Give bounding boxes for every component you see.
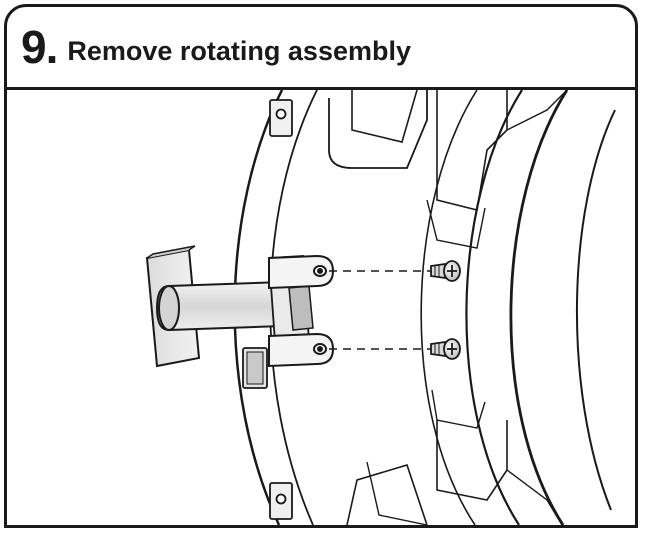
instruction-panel: 9. Remove rotating assembly	[4, 4, 638, 528]
lower-segment-1	[346, 464, 428, 525]
lower-segment-3	[436, 420, 508, 501]
upper-segment-2	[351, 90, 418, 143]
wall-bracket-icon	[145, 245, 335, 368]
upper-segment-1	[328, 90, 428, 169]
step-number: 9.	[21, 21, 58, 73]
lower-segment-5	[506, 469, 563, 525]
ring-arc-a	[420, 90, 478, 525]
upper-segment-3	[436, 90, 508, 211]
assembly-diagram	[145, 90, 616, 525]
illustration	[7, 90, 635, 525]
screw-icon	[430, 338, 461, 360]
top-clip	[269, 99, 293, 137]
ring-arc-b	[465, 90, 523, 525]
lower-segment-4	[366, 461, 428, 525]
step-title: Remove rotating assembly	[67, 35, 411, 66]
bottom-clip	[269, 482, 293, 520]
side-latch	[242, 347, 268, 389]
screw-icon	[430, 260, 461, 282]
lower-segment-2	[431, 389, 486, 429]
upper-segment-4	[426, 199, 486, 249]
ring-arc-c	[509, 90, 569, 525]
step-header: 9. Remove rotating assembly	[7, 7, 635, 90]
ring-arc-d	[575, 109, 616, 511]
upper-segment-5	[506, 90, 568, 131]
